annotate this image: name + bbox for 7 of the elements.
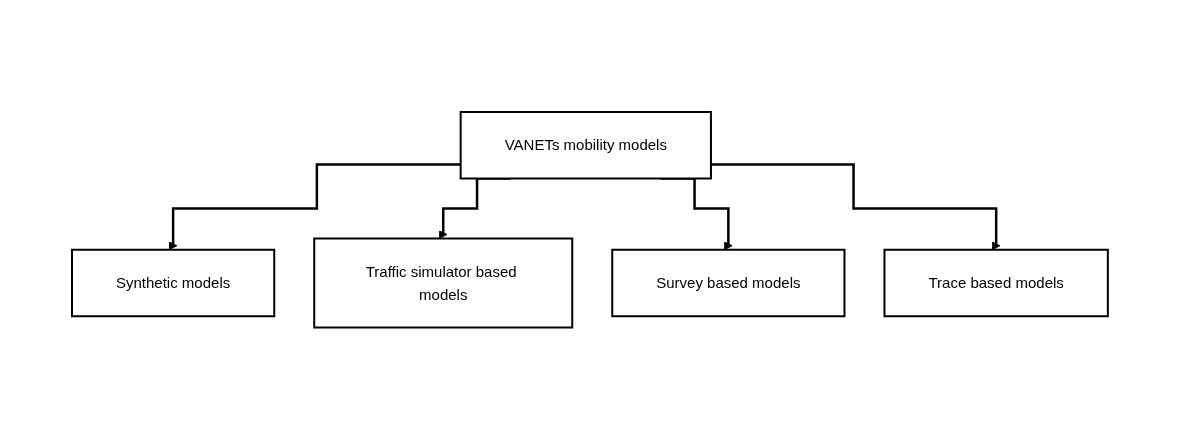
node-box: Traffic simulator based models (312, 237, 573, 329)
node-box: VANETs mobility models (459, 110, 712, 180)
arrow (168, 162, 461, 250)
arrow (710, 163, 1001, 250)
node-box: Survey based models (610, 248, 846, 317)
node-box: Trace based models (883, 248, 1109, 317)
node-box: Synthetic models (70, 248, 275, 317)
